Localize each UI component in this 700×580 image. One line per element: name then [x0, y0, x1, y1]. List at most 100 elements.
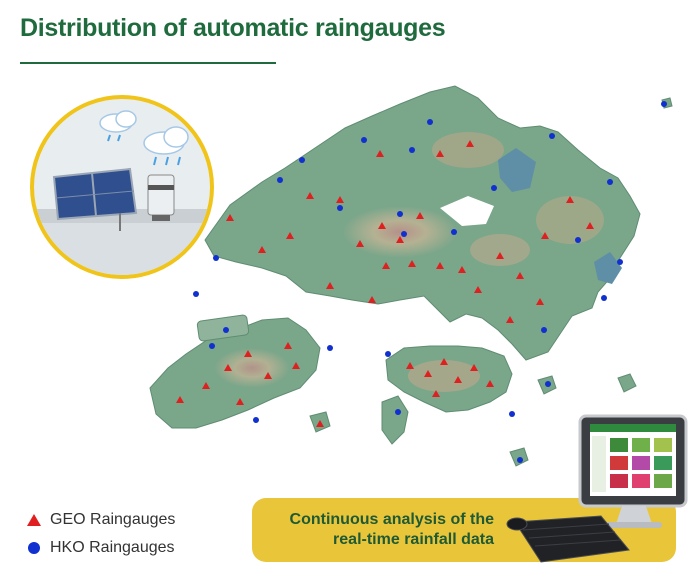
- hko-raingauge-marker: [299, 157, 305, 163]
- sai-kung-relief: [536, 196, 604, 244]
- hko-raingauge-marker: [193, 291, 199, 297]
- banner-line-1: Continuous analysis of the: [289, 511, 494, 528]
- hko-raingauge-marker: [385, 351, 391, 357]
- title-underline: [20, 62, 276, 64]
- geo-raingauge-marker: [416, 212, 424, 219]
- geo-raingauge-marker: [292, 362, 300, 369]
- legend-item-geo: GEO Raingauges: [26, 506, 175, 534]
- geo-raingauge-marker: [356, 240, 364, 247]
- geo-raingauge-marker: [466, 140, 474, 147]
- ninepin-islet: [617, 373, 637, 393]
- hko-raingauge-marker: [661, 101, 667, 107]
- hko-raingauge-marker: [617, 259, 623, 265]
- geo-raingauge-marker: [202, 382, 210, 389]
- geo-raingauge-marker: [258, 246, 266, 253]
- hko-raingauge-marker: [401, 231, 407, 237]
- hko-raingauge-marker: [337, 205, 343, 211]
- raingauge-inset-photo: [30, 95, 214, 279]
- hko-raingauge-marker: [361, 137, 367, 143]
- hko-raingauge-marker: [253, 417, 259, 423]
- geo-raingauge-marker: [326, 282, 334, 289]
- geo-raingauge-marker: [470, 364, 478, 371]
- geo-raingauge-marker: [440, 358, 448, 365]
- geo-raingauge-marker: [176, 396, 184, 403]
- geo-raingauge-marker: [506, 316, 514, 323]
- banner-line-2: real-time rainfall data: [333, 531, 494, 548]
- geo-raingauge-marker: [424, 370, 432, 377]
- geo-raingauge-marker: [382, 262, 390, 269]
- hko-raingauge-marker: [491, 185, 497, 191]
- high-island-reservoir: [594, 252, 622, 284]
- tai-mo-shan-relief: [342, 206, 458, 258]
- geo-raingauge-marker: [336, 196, 344, 203]
- hko-raingauge-marker: [223, 327, 229, 333]
- geo-raingauge-marker: [436, 262, 444, 269]
- hko-raingauge-marker: [575, 237, 581, 243]
- geo-raingauge-markers: [176, 140, 594, 427]
- hko-raingauge-marker: [601, 295, 607, 301]
- hko-raingauge-marker: [545, 381, 551, 387]
- po-toi-islet: [509, 447, 529, 467]
- airport-island: [196, 314, 250, 342]
- page-title: Distribution of automatic raingauges: [20, 14, 446, 42]
- hk-island-relief: [408, 360, 480, 392]
- hko-raingauge-marker: [397, 211, 403, 217]
- geo-raingauge-marker: [226, 214, 234, 221]
- hko-raingauge-markers: [193, 101, 667, 463]
- geo-raingauge-marker: [224, 364, 232, 371]
- hko-raingauge-marker: [451, 229, 457, 235]
- tolo-harbour: [440, 196, 494, 226]
- geo-raingauge-marker: [316, 420, 324, 427]
- blue-dot-icon: [28, 542, 40, 554]
- map-legend: GEO Raingauges HKO Raingauges: [26, 506, 175, 562]
- mouse-icon: [506, 517, 528, 531]
- hko-raingauge-marker: [277, 177, 283, 183]
- geo-raingauge-marker: [541, 232, 549, 239]
- keyboard-icon: [506, 515, 630, 563]
- geo-raingauge-marker: [378, 222, 386, 229]
- geo-raingauge-marker: [368, 296, 376, 303]
- banner-text: Continuous analysis of the real-time rai…: [252, 510, 494, 550]
- hko-raingauge-marker: [517, 457, 523, 463]
- geo-raingauge-marker: [486, 380, 494, 387]
- hko-raingauge-marker: [213, 255, 219, 261]
- plover-cove-reservoir: [498, 148, 536, 192]
- ma-on-shan-relief: [470, 234, 530, 266]
- geo-raingauge-marker: [306, 192, 314, 199]
- geo-raingauge-marker: [454, 376, 462, 383]
- red-triangle-icon: [27, 514, 41, 526]
- hko-raingauge-marker: [509, 411, 515, 417]
- lantau-peak-relief: [214, 348, 290, 388]
- hko-raingauge-marker: [427, 119, 433, 125]
- geo-raingauge-marker: [284, 342, 292, 349]
- legend-label-geo: GEO Raingauges: [50, 511, 176, 528]
- pat-sin-leng-relief: [432, 132, 504, 168]
- geo-raingauge-marker: [408, 260, 416, 267]
- geo-raingauge-marker: [432, 390, 440, 397]
- raingauge-solar-panel-icon: [34, 110, 210, 275]
- hko-raingauge-marker: [541, 327, 547, 333]
- hko-raingauge-marker: [409, 147, 415, 153]
- geo-raingauge-marker: [264, 372, 272, 379]
- geo-raingauge-marker: [396, 236, 404, 243]
- hko-raingauge-marker: [209, 343, 215, 349]
- geo-raingauge-marker: [244, 350, 252, 357]
- rain-cloud-icon: [143, 126, 189, 166]
- geo-raingauge-marker: [516, 272, 524, 279]
- geo-raingauge-marker: [458, 266, 466, 273]
- hko-raingauge-marker: [549, 133, 555, 139]
- geo-raingauge-marker: [566, 196, 574, 203]
- geo-raingauge-marker: [406, 362, 414, 369]
- geo-raingauge-marker: [376, 150, 384, 157]
- hko-raingauge-marker: [327, 345, 333, 351]
- hko-raingauge-marker: [395, 409, 401, 415]
- geo-raingauge-marker: [236, 398, 244, 405]
- geo-raingauge-marker: [286, 232, 294, 239]
- rain-cloud-icon: [99, 110, 137, 142]
- geo-raingauge-marker: [474, 286, 482, 293]
- road-lines: [299, 87, 441, 111]
- lamma-island: [381, 395, 409, 445]
- geo-raingauge-marker: [436, 150, 444, 157]
- geo-raingauge-marker: [496, 252, 504, 259]
